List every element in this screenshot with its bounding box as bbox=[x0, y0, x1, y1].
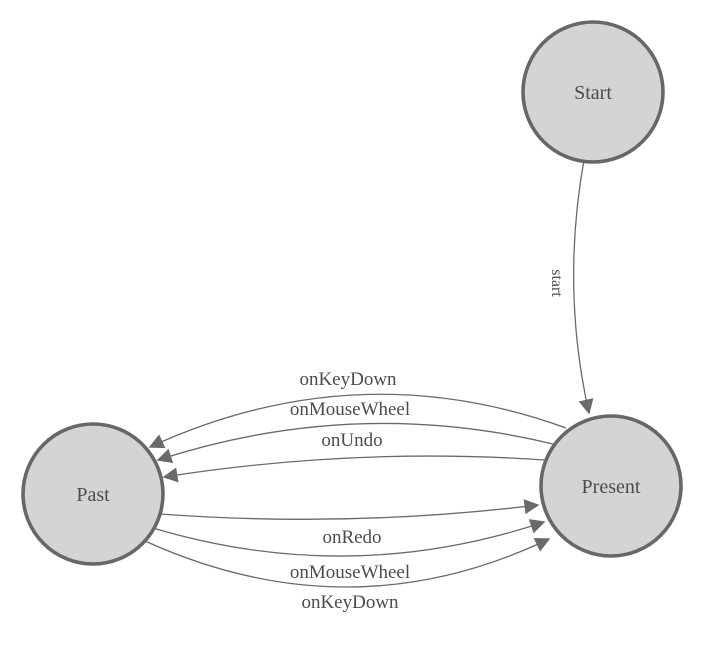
edge-start-to-present bbox=[572, 159, 594, 415]
edge-past-to-present-onmousewheel bbox=[152, 519, 546, 557]
edge-past-to-present-onkeydown bbox=[144, 538, 551, 588]
edge-label-onmousewheel-top: onMouseWheel bbox=[290, 399, 410, 420]
node-group: Start Past Present bbox=[21, 20, 683, 566]
edge-label-onkeydown-bottom: onKeyDown bbox=[301, 592, 399, 613]
edge-present-to-past-onmousewheel bbox=[156, 422, 554, 463]
edge-label-onkeydown-top: onKeyDown bbox=[299, 369, 397, 390]
state-node-present-label: Present bbox=[582, 476, 641, 498]
edge-past-to-present-onredo bbox=[159, 499, 540, 520]
state-node-past bbox=[21, 422, 165, 566]
edge-label-onmousewheel-bottom: onMouseWheel bbox=[290, 562, 410, 583]
edge-group bbox=[144, 159, 594, 588]
state-node-start-label: Start bbox=[574, 82, 612, 104]
state-node-past-label: Past bbox=[76, 484, 110, 506]
state-node-present bbox=[539, 414, 683, 558]
edge-label-onredo: onRedo bbox=[322, 527, 381, 548]
edge-present-to-past-onkeydown bbox=[148, 393, 567, 449]
state-node-start bbox=[521, 20, 665, 164]
edge-label-onundo: onUndo bbox=[321, 430, 382, 451]
edge-present-to-past-onundo bbox=[162, 455, 546, 483]
edge-label-group: start onKeyDown onMouseWheel onUndo onRe… bbox=[290, 269, 565, 613]
edge-label-start: start bbox=[548, 269, 565, 297]
